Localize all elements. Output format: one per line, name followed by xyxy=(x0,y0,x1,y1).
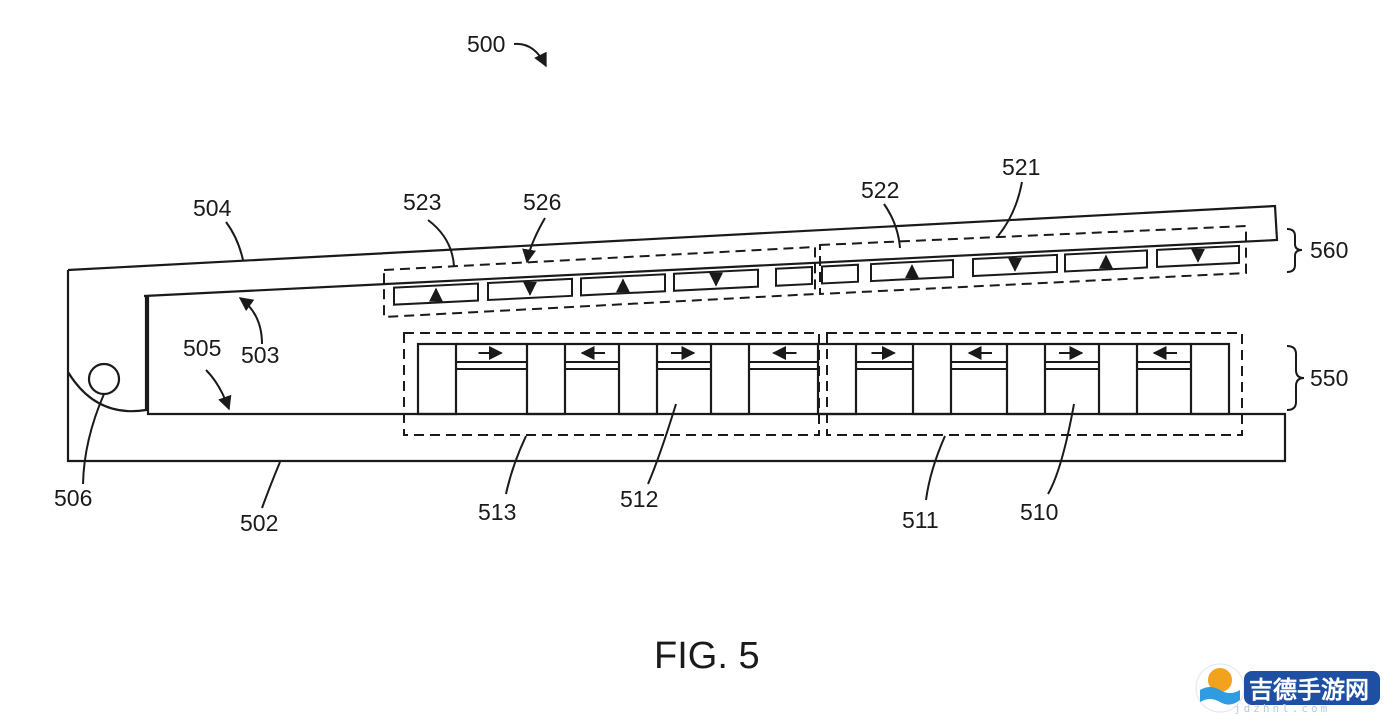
lower-post xyxy=(525,342,567,416)
lower-post xyxy=(911,342,953,416)
lower-group-511 xyxy=(826,332,1243,436)
lower-post xyxy=(1189,342,1231,416)
leader-505 xyxy=(205,369,232,411)
watermark-badge xyxy=(1244,671,1380,705)
label-521: 521 xyxy=(1002,154,1040,180)
leader-523 xyxy=(427,219,455,267)
upper-group-521 xyxy=(819,224,1247,296)
label-503: 503 xyxy=(241,342,279,368)
leader-512 xyxy=(647,403,677,485)
upper-lid xyxy=(67,204,1279,298)
label-511: 511 xyxy=(902,507,939,533)
lower-post xyxy=(416,342,458,416)
leader-500 xyxy=(513,42,547,68)
upper-magnet xyxy=(1064,249,1148,273)
upper-magnet xyxy=(393,282,479,306)
label-502: 502 xyxy=(240,510,278,536)
label-550: 550 xyxy=(1310,365,1348,391)
upper-magnet xyxy=(775,265,813,287)
lower-post xyxy=(816,342,858,416)
upper-magnet xyxy=(1156,244,1240,268)
lower-post xyxy=(1005,342,1047,416)
leader-513 xyxy=(505,435,527,495)
upper-magnet xyxy=(487,277,573,302)
lower-post xyxy=(617,342,659,416)
upper-magnet xyxy=(821,263,859,285)
hinge-housing xyxy=(67,296,148,413)
watermark-url: jdzhnl.com xyxy=(1234,702,1330,714)
leader-502 xyxy=(261,461,281,509)
label-510: 510 xyxy=(1020,499,1058,525)
label-522: 522 xyxy=(861,177,899,203)
base-plate xyxy=(66,270,1287,463)
label-513: 513 xyxy=(478,499,516,525)
watermark-wave-icon xyxy=(1200,687,1240,705)
watermark: 吉德手游网 jdzhnl.com xyxy=(1195,663,1380,714)
leader-522 xyxy=(883,203,901,249)
upper-magnet-row xyxy=(393,244,1240,306)
upper-magnet xyxy=(580,273,666,297)
leader-510 xyxy=(1047,403,1075,495)
leader-521 xyxy=(997,181,1023,237)
watermark-brand: 吉德手游网 xyxy=(1249,676,1369,704)
lower-post xyxy=(1097,342,1139,416)
label-523: 523 xyxy=(403,189,441,215)
lower-group-513 xyxy=(403,332,820,436)
label-526: 526 xyxy=(523,189,561,215)
label-504: 504 xyxy=(193,195,232,221)
upper-magnet xyxy=(673,268,759,292)
brace-550 xyxy=(1286,345,1305,411)
lower-magnet-row xyxy=(416,342,1231,416)
figure-caption: FIG. 5 xyxy=(654,635,760,677)
watermark-sun-icon xyxy=(1208,668,1232,692)
leader-503 xyxy=(238,297,263,345)
leader-526 xyxy=(522,217,546,264)
upper-magnet xyxy=(972,253,1058,278)
label-505: 505 xyxy=(183,335,221,361)
label-512: 512 xyxy=(620,486,658,512)
label-506: 506 xyxy=(54,485,92,511)
leader-504 xyxy=(225,221,244,261)
hinge-pin xyxy=(87,362,121,396)
leader-511 xyxy=(925,435,946,501)
lower-post xyxy=(709,342,751,416)
label-560: 560 xyxy=(1310,237,1348,263)
label-500: 500 xyxy=(467,31,505,57)
upper-magnet xyxy=(870,258,954,283)
leader-506 xyxy=(82,393,105,485)
brace-560 xyxy=(1286,228,1303,273)
